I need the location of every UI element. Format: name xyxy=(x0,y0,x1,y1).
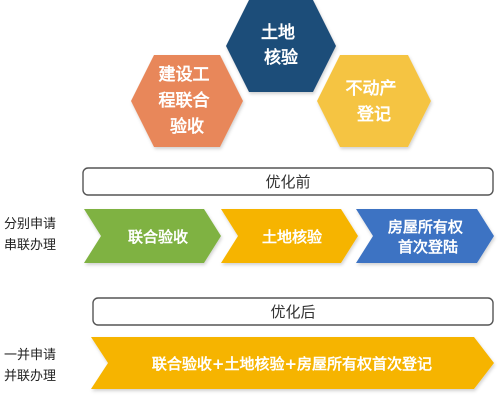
svg-text:房屋所有权 首次登陆: 房屋所有权 首次登陆 xyxy=(388,218,468,256)
before-step-2-label: 土地核验 xyxy=(262,228,323,246)
before-side-label: 分别申请 串联办理 xyxy=(4,217,60,253)
svg-text:土地 核验: 土地 核验 xyxy=(261,22,301,68)
after-side-label-line-1: 一并申请 xyxy=(4,348,56,363)
before-side-label-line-1: 分别申请 xyxy=(4,217,56,232)
hexagon-land-line-2: 核验 xyxy=(264,47,299,68)
hexagon-property: 不动产 登记 xyxy=(317,55,431,147)
before-step-1-label: 联合验收 xyxy=(128,228,188,246)
after-header: 优化后 xyxy=(92,297,494,326)
before-header: 优化前 xyxy=(82,167,494,196)
hexagon-construction-line-1: 建设工 xyxy=(159,64,210,85)
svg-text:不动产 登记: 不动产 登记 xyxy=(346,78,403,125)
hexagon-construction-line-2: 程联合 xyxy=(159,90,211,111)
before-title: 优化前 xyxy=(265,173,310,191)
hexagon-construction: 建设工 程联合 验收 xyxy=(131,55,243,147)
after-step-label: 联合验收+土地核验+房屋所有权首次登记 xyxy=(152,355,432,373)
hexagon-land-line-1: 土地 xyxy=(261,22,295,43)
after-side-label: 一并申请 并联办理 xyxy=(4,348,60,384)
before-step-3-line-1: 房屋所有权 xyxy=(388,218,464,236)
hexagon-property-line-2: 登记 xyxy=(356,104,391,125)
after-title: 优化后 xyxy=(270,303,315,321)
hexagon-construction-line-3: 验收 xyxy=(170,116,204,137)
before-step-1: 联合验收 xyxy=(84,209,221,263)
after-side-label-line-2: 并联办理 xyxy=(4,369,56,384)
before-step-3-line-2: 首次登陆 xyxy=(398,238,458,256)
before-step-3: 房屋所有权 首次登陆 xyxy=(356,209,494,263)
svg-text:建设工 程联合 验收: 建设工 程联合 验收 xyxy=(159,64,216,137)
after-step: 联合验收+土地核验+房屋所有权首次登记 xyxy=(91,337,494,389)
hexagon-property-line-1: 不动产 xyxy=(346,78,397,99)
before-step-2: 土地核验 xyxy=(221,209,358,263)
hexagon-land: 土地 核验 xyxy=(226,0,336,92)
before-side-label-line-2: 串联办理 xyxy=(4,238,56,253)
